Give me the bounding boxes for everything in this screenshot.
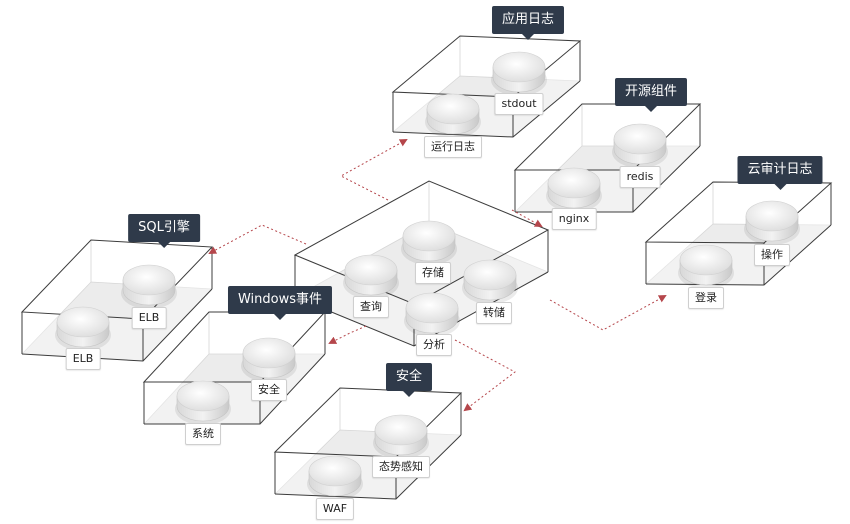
disk-security [241,337,297,382]
connector-to-windows [328,325,367,344]
disk-waf [307,455,363,500]
disk-redis [612,123,668,168]
disk-elb-2 [121,264,177,309]
node-label-elb-2: ELB [131,307,167,329]
group-title-cloud-audit: 云审计日志 [737,156,823,190]
connectors [208,139,667,412]
disk-elb-1 [55,306,111,351]
disk-storage [401,220,457,265]
group-box-app-log [391,35,582,138]
group-box-sql-engine [20,239,214,362]
connector-to-app-log [339,139,408,201]
connector-to-security [454,339,516,412]
node-label-waf: WAF [315,498,355,520]
node-label-login: 登录 [688,287,724,309]
group-box-cloud-audit [644,181,833,286]
node-label-elb-1: ELB [65,348,101,370]
group-title-sql-engine: SQL引擎 [128,214,200,248]
group-title-security: 安全 [385,363,433,397]
node-label-run-log: 运行日志 [424,136,482,158]
node-label-stdout: stdout [494,93,544,115]
disk-situation-awareness [373,414,429,459]
group-title-windows-events: Windows事件 [227,286,333,320]
disk-login [678,244,734,289]
disk-nginx [546,167,602,212]
node-label-redis: redis [619,166,661,188]
disk-query [343,254,399,299]
disk-run-log [425,93,481,138]
group-box-security [273,387,463,500]
connector-to-sql-engine [208,224,307,254]
node-label-situation-awareness: 态势感知 [372,456,430,478]
node-label-dump: 转储 [476,302,512,324]
node-label-nginx: nginx [551,208,597,230]
disk-stdout [491,51,547,96]
node-label-operation: 操作 [754,244,790,266]
connector-to-cloud-audit [549,295,667,331]
disk-operation [744,200,800,245]
node-label-system: 系统 [185,423,221,445]
disk-system [175,380,231,425]
node-label-analysis: 分析 [416,334,452,356]
disk-analysis [404,292,460,337]
group-title-open-source: 开源组件 [614,78,688,112]
node-label-security: 安全 [251,379,287,401]
node-label-query: 查询 [353,296,389,318]
group-box-open-source [513,103,702,213]
connector-to-open-source [511,209,543,227]
node-label-storage: 存储 [415,262,451,284]
group-title-app-log: 应用日志 [491,6,565,40]
disk-dump [462,259,518,304]
